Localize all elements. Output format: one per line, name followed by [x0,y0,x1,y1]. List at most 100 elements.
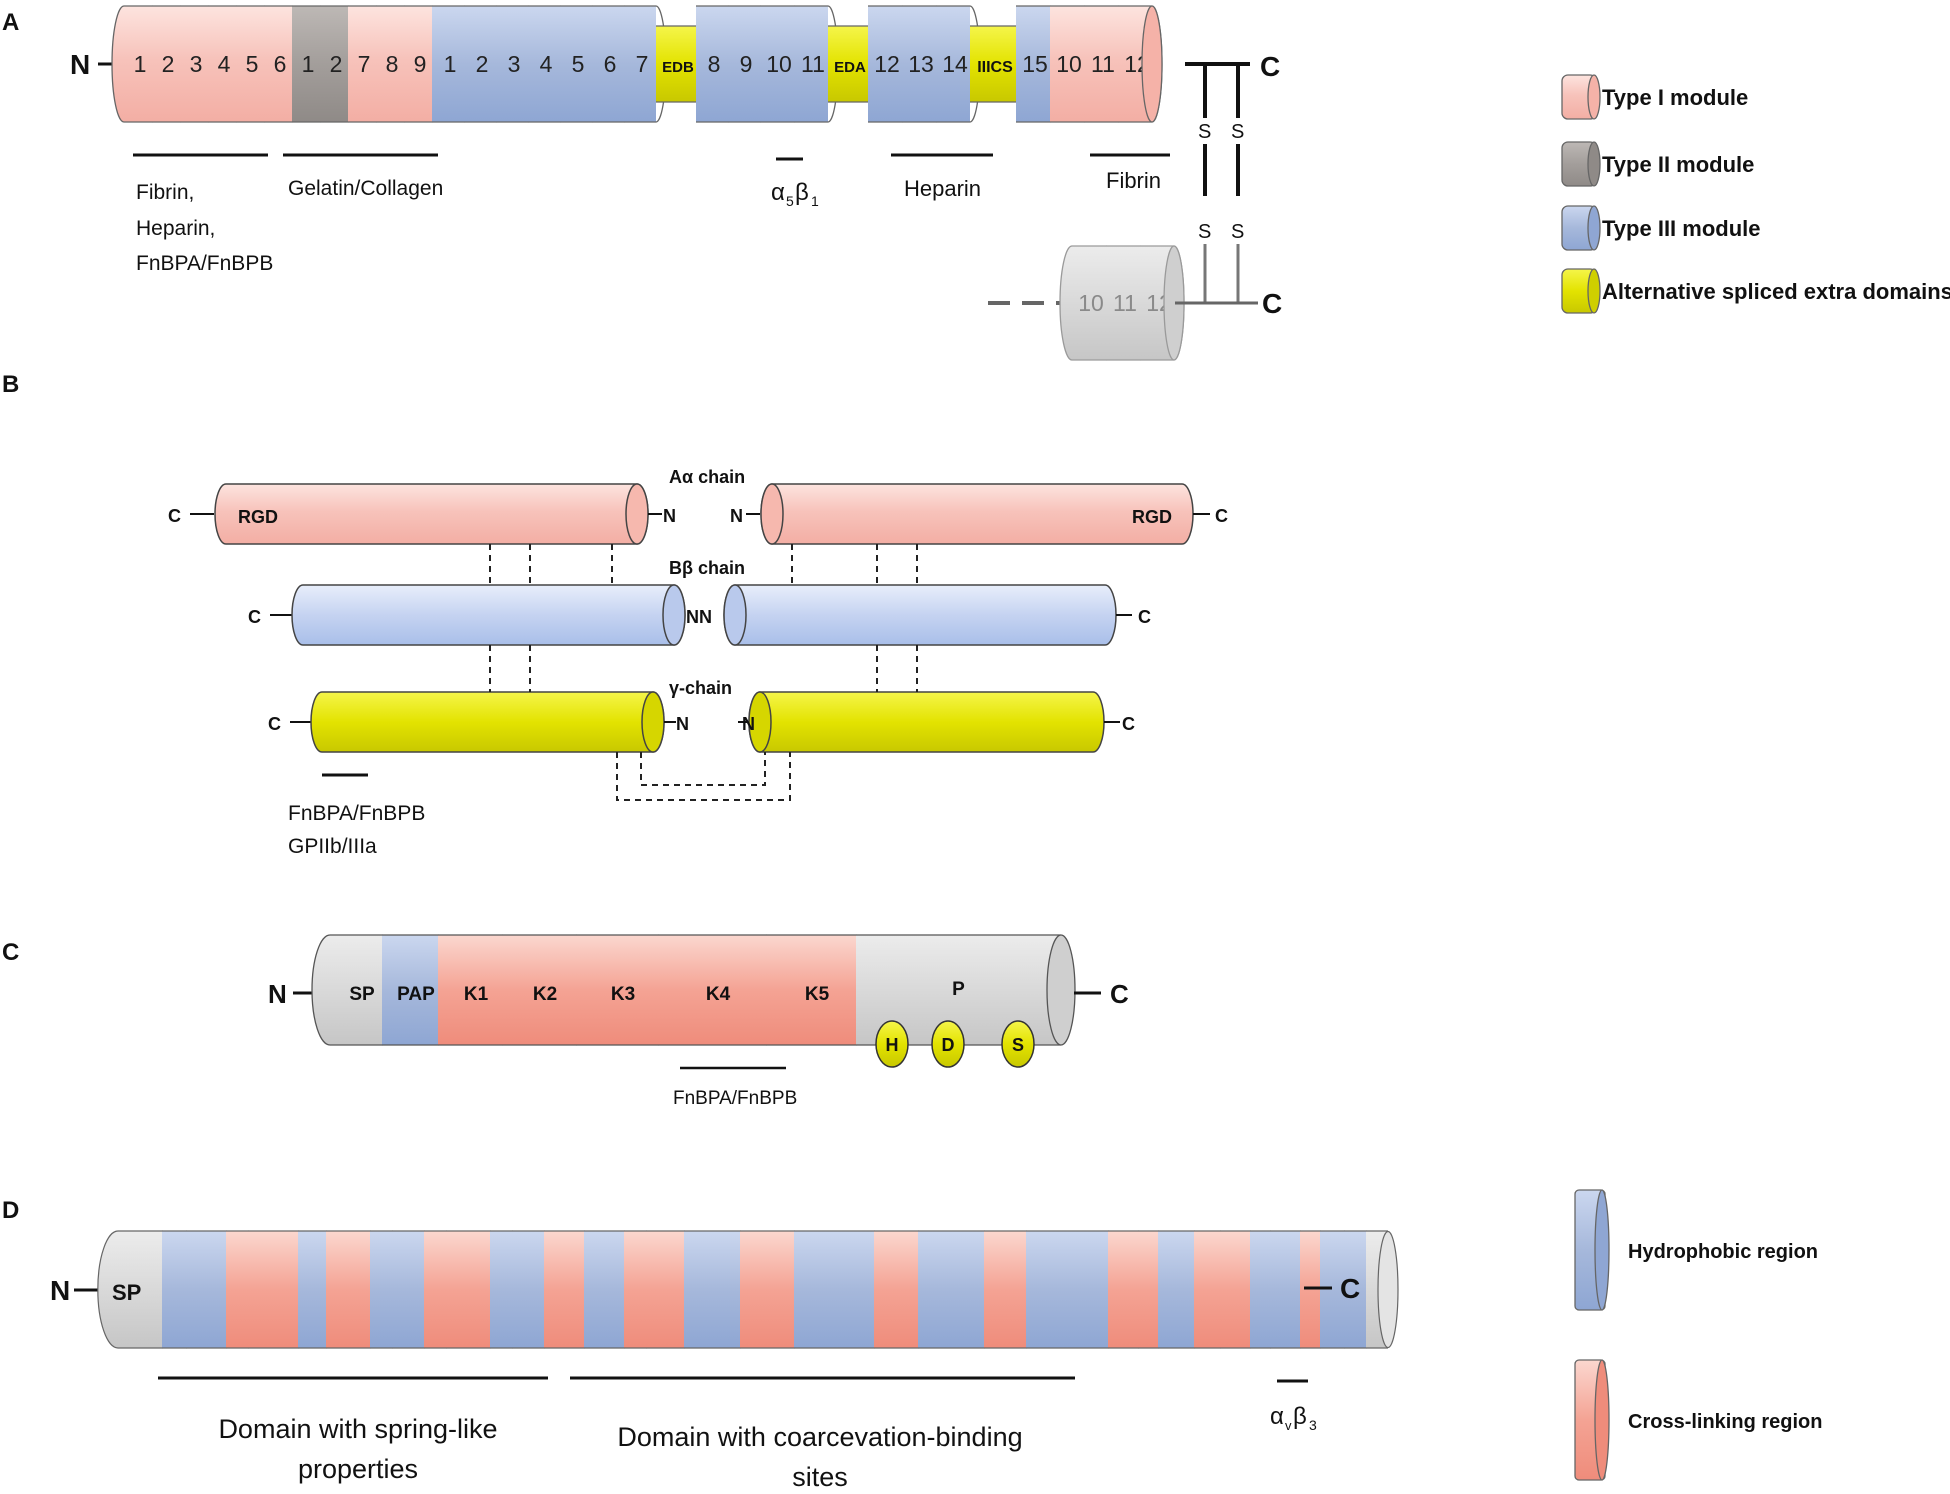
fn-module-label: 10 [766,51,792,77]
fn-module-type_i-5: 5 [236,5,275,123]
fn-module-label: 3 [508,51,521,77]
fn-module-label: EDA [834,59,866,76]
coacervation-label-2: sites [792,1462,848,1492]
rgd-right: RGD [1132,507,1172,527]
fn-module-label: 6 [604,51,617,77]
integrin-d-beta: β [1293,1403,1307,1430]
legend-label: Alternative spliced extra domains [1602,279,1950,304]
panel-b-letter: B [2,371,19,398]
binding-label-heparin-c: Heparin [904,176,981,201]
panel-c-c-terminus: C [1110,979,1129,1009]
fn-module-type_i-10: 10 [1050,5,1095,123]
elastin-segment-cross [740,1230,811,1349]
fn-module-label: 2 [162,51,175,77]
n-term-g-right: N [742,714,755,734]
elastin-segment-cross [646,1230,701,1349]
fn-module-label: 4 [540,51,553,77]
binding-label-fnbp-c: FnBPA/FnBPB [673,1088,797,1109]
catalytic-residue-h: H [875,1020,909,1068]
b-beta-right [723,584,1132,646]
elastin-segment-hydrophobic [392,1230,441,1349]
panel-b-disulfide-bridges [489,544,918,801]
elastin-segment-cross [1194,1230,1237,1349]
legend-item-hydrophobic: Hydrophobic region [1574,1189,1818,1311]
panel-d-letter: D [2,1197,19,1224]
spring-label-2: properties [298,1454,418,1484]
fn-second-module-11: 11 [1106,245,1151,361]
panel-d-segment-chain [97,1230,1399,1349]
fn-second-label: 11 [1113,290,1137,316]
elastin-segment-cross [248,1230,315,1349]
binding-label-fnbp-b: FnBPA/FnBPB [288,802,425,825]
fn-module-label: 3 [190,51,203,77]
plg-n-cap [311,934,331,1046]
integrin-sub-5: 5 [786,193,794,209]
binding-label-fnbp: FnBPA/FnBPB [136,252,273,275]
elastin-segment-hydrophobic [684,1230,757,1349]
plg-domain-label: K5 [805,984,830,1005]
panel-c-n-terminus: N [268,979,287,1009]
fn-module-type_i-8: 8 [376,5,415,123]
legend-label: Cross-linking region [1628,1411,1822,1433]
fn-module-label: 9 [414,51,427,77]
legend-label: Type II module [1602,152,1754,177]
fn-module-label: 11 [1091,51,1115,77]
panel-a-n-terminus: N [70,49,90,80]
c-term-g-right: C [1122,714,1135,734]
elastin-segment-hydrophobic [584,1230,641,1349]
legend-item-type_ii: Type II module [1561,141,1754,187]
c-term-aa-left: C [168,506,181,526]
elastin-segment-hydrophobic [1026,1230,1125,1349]
fn-module-type_iii-7: 7 [624,5,667,123]
elastin-segment-cross [874,1230,935,1349]
second-chain-c-terminus: C [1262,288,1282,319]
elastin-segment-cross [1220,1230,1267,1349]
coacervation-label-1: Domain with coarcevation-binding [617,1422,1022,1452]
legend-item-type_iii: Type III module [1561,205,1761,251]
disulfide-s-3: S [1198,221,1211,243]
fn-module-label: 2 [476,51,489,77]
c-term-aa-right: C [1215,506,1228,526]
binding-label-fibrin-c: Fibrin [1106,168,1161,193]
fn-module-label: 11 [801,51,825,77]
plg-domain-label: K4 [706,984,731,1005]
fn-module-label: IIICS [977,59,1013,76]
disulfide-s-4: S [1231,221,1244,243]
fn-module-label: 7 [636,51,649,77]
fn-module-label: 12 [874,51,900,77]
fn-module-label: 14 [942,51,968,77]
fn-module-type_iii-10: 10 [760,5,805,123]
binding-label-gelatin: Gelatin/Collagen [288,177,443,200]
legend-item-extra: Alternative spliced extra domains [1561,268,1950,314]
fn-module-label: 7 [358,51,371,77]
chain-label-b-beta: Bβ chain [669,558,745,578]
integrin-d-sub-v: v [1285,1418,1292,1433]
fn-module-label: 10 [1056,51,1082,77]
gamma-right [738,691,1120,753]
integrin-d-sub-3: 3 [1309,1417,1317,1433]
integrin-beta: β [795,179,809,206]
plg-domain-label: PAP [397,984,435,1005]
fn-module-label: 15 [1022,51,1048,77]
fn-second-n-cap [1059,245,1073,361]
n-term-g-left: N [676,714,689,734]
fn-module-label: 9 [740,51,753,77]
fn-chain-c-cap [1141,5,1163,123]
fn-module-label: 1 [444,51,457,77]
elastin-segment-hydrophobic [794,1230,891,1349]
panel-b-fibrinogen: Aα chain Bβ chain γ-chain C RGD N N RGD … [168,467,1228,858]
legend-item-cross: Cross-linking region [1574,1359,1822,1481]
plg-domain-k5: K5 [766,934,871,1046]
n-term-aa-left: N [663,506,676,526]
rgd-left: RGD [238,507,278,527]
a-alpha-right [746,483,1210,545]
fn-module-label: 2 [330,51,343,77]
integrin-d-alpha: α [1270,1403,1284,1430]
elastin-segment-hydrophobic [1158,1230,1211,1349]
disulfide-s-2: S [1231,121,1244,143]
panel-a-c-terminus: C [1260,51,1280,82]
